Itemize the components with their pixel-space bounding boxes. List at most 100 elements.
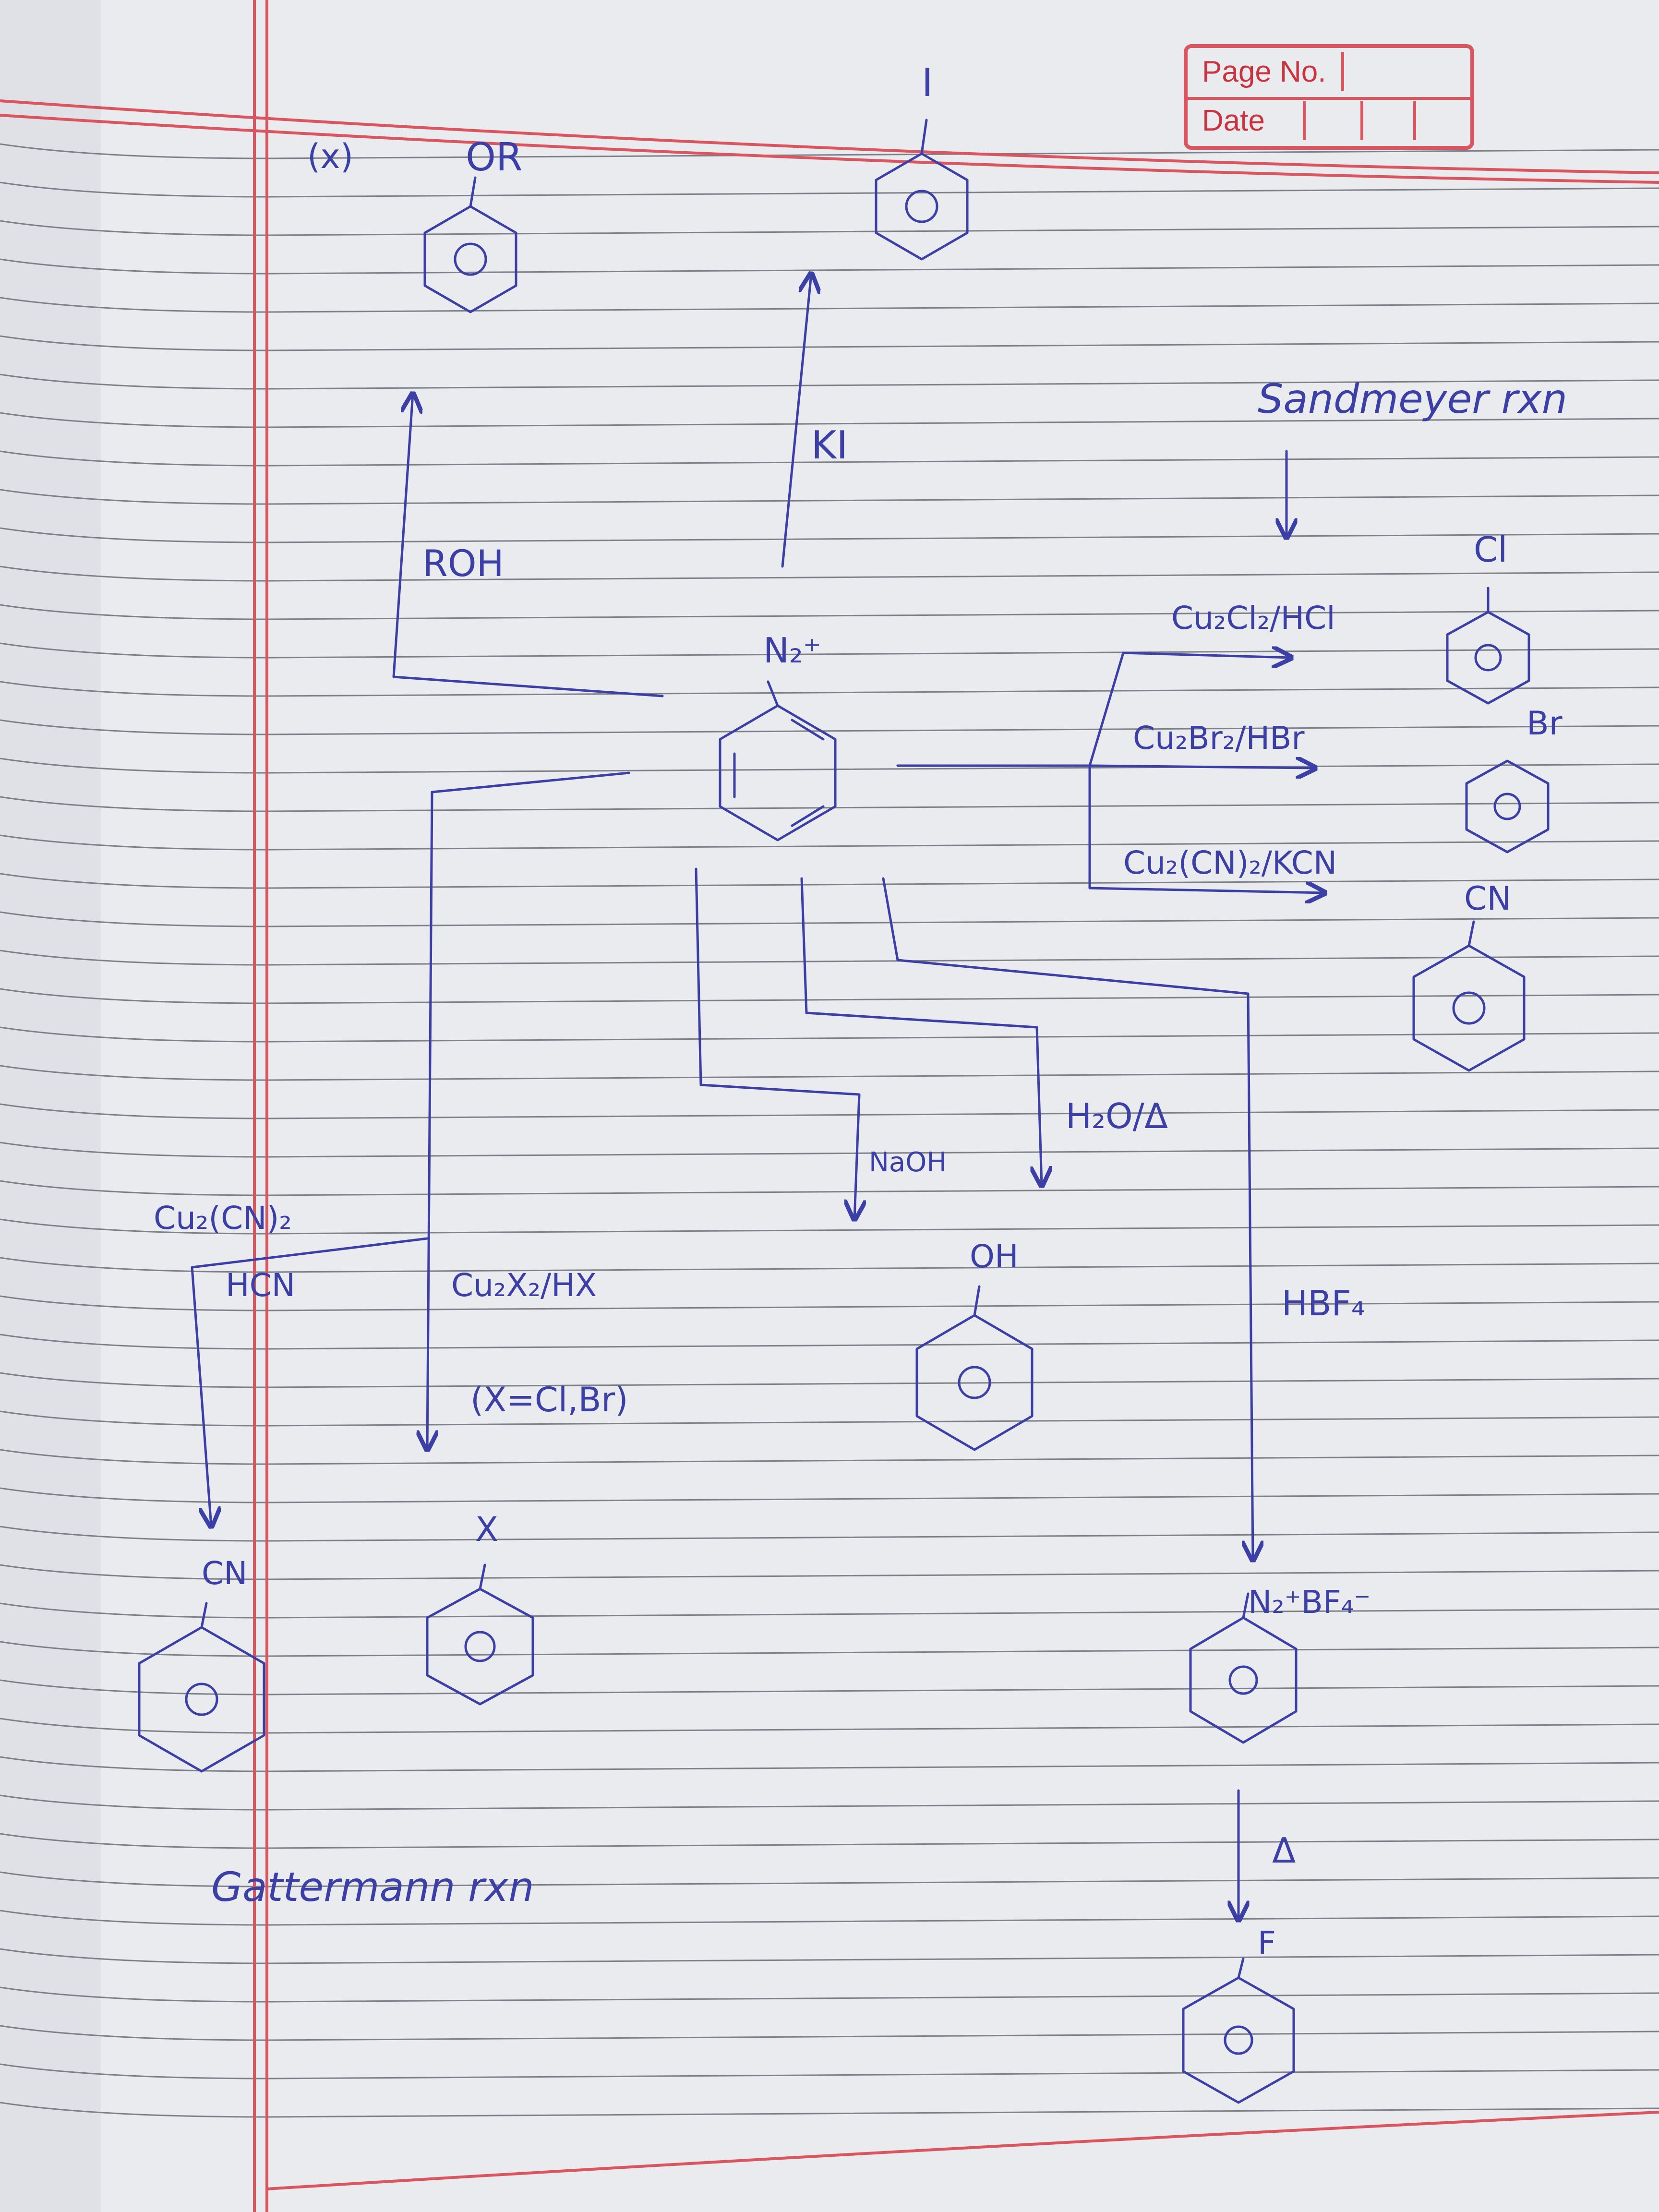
- ring-phenol: [915, 1314, 1034, 1451]
- ring-halo: [426, 1587, 534, 1706]
- ruled-line: [0, 642, 1659, 659]
- ruled-line: [0, 1487, 1659, 1503]
- substituent-f: F: [1258, 1924, 1276, 1961]
- ruled-line: [0, 527, 1659, 543]
- ruled-line: [0, 565, 1659, 582]
- ruled-line: [0, 604, 1659, 620]
- ruled-line: [0, 1986, 1659, 2003]
- ruled-line: [0, 1218, 1659, 1235]
- substituent-br: Br: [1527, 705, 1563, 743]
- ruled-line: [0, 1718, 1659, 1734]
- ruled-line: [0, 1794, 1659, 1811]
- page-no-label: Page No.: [1202, 55, 1326, 88]
- substituent-or: OR: [466, 135, 523, 180]
- reagent-ki: KI: [811, 423, 848, 468]
- reagent-hcn: HCN: [226, 1267, 295, 1304]
- ruled-line: [0, 1756, 1659, 1772]
- page-number-date-box: Page No. Date: [1184, 44, 1474, 150]
- ruled-line: [0, 1026, 1659, 1043]
- benzene-rings: [138, 119, 1550, 2104]
- ruled-line: [0, 911, 1659, 927]
- ruled-line: [0, 1103, 1659, 1119]
- page-no-divider: [1341, 52, 1344, 91]
- ruled-line: [0, 1142, 1659, 1158]
- ring-cyano-gattermann: [138, 1626, 265, 1773]
- ruled-line: [0, 1449, 1659, 1465]
- date-divider-3: [1413, 101, 1416, 140]
- reaction-arrows: [191, 274, 1325, 1920]
- arrow-ki: [781, 274, 811, 568]
- ring-ether: [423, 205, 517, 313]
- arrow-cucn: [1088, 764, 1325, 893]
- ruled-line: [0, 1526, 1659, 1542]
- reagent-cucn2: Cu₂(CN)₂: [154, 1200, 292, 1237]
- ruled-line: [0, 489, 1659, 505]
- reagent-cucl: Cu₂Cl₂/HCl: [1171, 600, 1335, 637]
- ruled-line: [0, 2025, 1659, 2041]
- ruled-line: [0, 1871, 1659, 1887]
- ruled-line: [0, 143, 1659, 159]
- ring-iodo: [875, 152, 969, 261]
- ruled-line: [0, 181, 1659, 198]
- ruled-line: [0, 1910, 1659, 1926]
- ring-cyano: [1412, 944, 1526, 1072]
- arrow-gattermann: [427, 771, 630, 1450]
- substituent-cn-gattermann: CN: [202, 1555, 247, 1592]
- substituent-cl: Cl: [1474, 529, 1507, 570]
- reagent-h2o: H₂O/Δ: [1066, 1096, 1168, 1136]
- ruled-line: [0, 1295, 1659, 1311]
- ruled-line: [0, 1334, 1659, 1350]
- ring-diazonium: [719, 704, 837, 842]
- substituent-i: I: [922, 60, 933, 105]
- ruled-line: [0, 2063, 1659, 2080]
- reagent-cucn: Cu₂(CN)₂/KCN: [1123, 844, 1337, 881]
- arrow-hbf4: [882, 877, 1253, 1560]
- ruled-line: [0, 950, 1659, 966]
- ruled-line: [0, 297, 1659, 313]
- substituent-n2bf4: N₂⁺BF₄⁻: [1248, 1584, 1370, 1621]
- reagent-heat: Δ: [1272, 1830, 1296, 1871]
- ruled-line: [0, 873, 1659, 889]
- ruled-line: [0, 450, 1659, 467]
- ring-bromo: [1465, 759, 1550, 854]
- reagent-cubr: Cu₂Br₂/HBr: [1133, 720, 1305, 757]
- arrow-roh: [392, 394, 664, 697]
- substituent-oh: OH: [970, 1238, 1019, 1275]
- page-no-row: Page No.: [1188, 48, 1470, 100]
- ruled-line: [0, 834, 1659, 851]
- ruled-line: [0, 1065, 1659, 1081]
- date-divider-2: [1360, 101, 1363, 140]
- substituent-cn: CN: [1464, 880, 1511, 918]
- ruled-line: [0, 412, 1659, 428]
- reagent-roh: ROH: [422, 542, 504, 585]
- ruled-line: [0, 373, 1659, 390]
- reagent-naoh: NaOH: [869, 1147, 947, 1178]
- diagram-text: (x) OR I N₂⁺ Cl Br CN OH X CN N₂⁺BF₄⁻ F …: [154, 60, 1567, 1961]
- arrow-cubr: [1088, 766, 1315, 768]
- date-row: Date: [1188, 97, 1470, 146]
- ring-fluoro: [1182, 1976, 1295, 2104]
- ruled-lines: [0, 143, 1659, 2118]
- ruled-line: [0, 1602, 1659, 1619]
- ring-chloro: [1446, 611, 1530, 705]
- ruled-line: [0, 2102, 1659, 2118]
- ruled-line: [0, 757, 1659, 774]
- ring-diazonium-bf4: [1189, 1616, 1298, 1744]
- arrow-h2o: [800, 877, 1042, 1186]
- ruled-line: [0, 1679, 1659, 1695]
- date-divider-1: [1303, 101, 1306, 140]
- sandmeyer-annotation: Sandmeyer rxn: [1258, 375, 1567, 422]
- ruled-line: [0, 1564, 1659, 1580]
- ruled-line: [0, 258, 1659, 275]
- ruled-line: [0, 988, 1659, 1004]
- arrow-cucl: [1088, 653, 1291, 767]
- gattermann-annotation: Gattermann rxn: [211, 1863, 534, 1911]
- ruled-line: [0, 1372, 1659, 1388]
- date-label: Date: [1202, 104, 1265, 137]
- arrow-naoh: [695, 867, 859, 1219]
- arrow-gattermann-cn: [191, 1237, 429, 1527]
- diazonium-label: N₂⁺: [763, 630, 821, 671]
